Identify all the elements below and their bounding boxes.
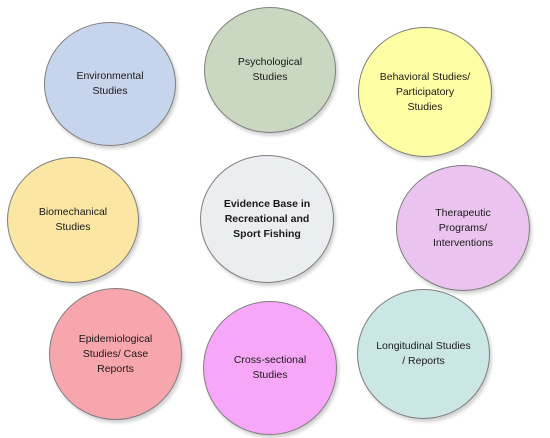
cross-sectional-studies-circle: Cross-sectional Studies xyxy=(203,301,337,435)
psychological-studies-label: Psychological Studies xyxy=(237,56,303,83)
behavioral-studies-label: Behavioral Studies/ Participatory Studie… xyxy=(379,70,471,113)
evidence-base-label: Evidence Base in Recreational and Sport … xyxy=(223,197,311,240)
cross-sectional-studies-label: Cross-sectional Studies xyxy=(233,354,307,381)
biomechanical-studies-label: Biomechanical Studies xyxy=(38,206,108,233)
epidemiological-studies-circle: Epidemiological Studies/ Case Reports xyxy=(49,288,182,420)
environmental-studies-circle: Environmental Studies xyxy=(44,22,176,146)
epidemiological-studies-label: Epidemiological Studies/ Case Reports xyxy=(78,332,153,375)
therapeutic-programs-label: Therapeutic Programs/ Interventions xyxy=(432,206,494,249)
psychological-studies-circle: Psychological Studies xyxy=(204,7,336,133)
therapeutic-programs-circle: Therapeutic Programs/ Interventions xyxy=(396,165,530,291)
biomechanical-studies-circle: Biomechanical Studies xyxy=(7,157,139,283)
longitudinal-studies-circle: Longitudinal Studies / Reports xyxy=(357,289,490,419)
behavioral-studies-circle: Behavioral Studies/ Participatory Studie… xyxy=(358,27,492,157)
evidence-base-center-circle: Evidence Base in Recreational and Sport … xyxy=(200,155,334,283)
environmental-studies-label: Environmental Studies xyxy=(76,70,144,97)
longitudinal-studies-label: Longitudinal Studies / Reports xyxy=(376,340,471,367)
